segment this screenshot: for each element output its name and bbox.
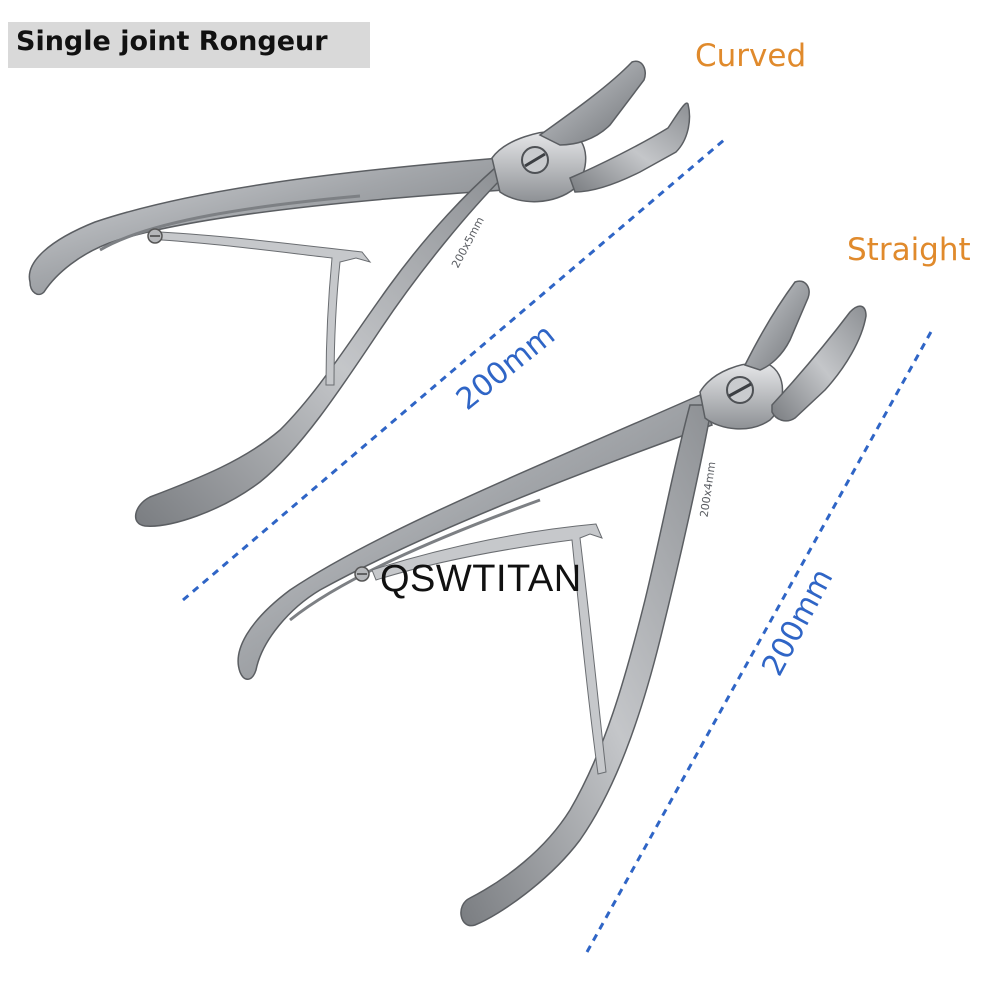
curved-rongeur-lower-jaw	[569, 102, 691, 193]
straight-rongeur	[237, 280, 867, 927]
curved-rongeur-upper-handle	[28, 157, 506, 296]
straight-label: Straight	[847, 232, 971, 268]
curved-rongeur-spring	[159, 231, 372, 386]
brand-watermark: QSWTITAN	[380, 558, 582, 600]
straight-rongeur-upper-jaw	[743, 280, 810, 371]
straight-rongeur-spring	[371, 523, 607, 775]
title-banner	[8, 22, 370, 68]
straight-rongeur-lower-jaw	[771, 305, 867, 422]
curved-rongeur-upper-jaw	[538, 60, 646, 146]
curved-dimension-line	[182, 138, 725, 602]
straight-rongeur-lower-handle	[460, 404, 713, 927]
curved-label: Curved	[695, 38, 807, 74]
straight-dimension-line	[585, 329, 934, 953]
product-title: Single joint Rongeur	[16, 26, 328, 57]
curved-rongeur-lower-handle	[135, 167, 507, 527]
straight-rongeur-upper-handle	[237, 394, 713, 680]
curved-rongeur	[28, 60, 691, 527]
